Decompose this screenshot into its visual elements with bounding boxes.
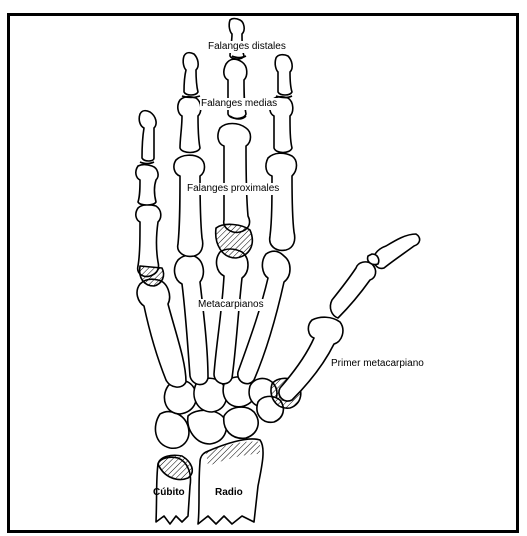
label-falanges-proximales: Falanges proximales (186, 183, 280, 195)
thumb-distal-phalanx (374, 234, 420, 268)
label-falanges-medias: Falanges medias (200, 98, 278, 110)
index-proximal-phalanx (266, 153, 297, 250)
middle-proximal-phalanx (218, 124, 251, 233)
label-falanges-distales: Falanges distales (207, 41, 287, 53)
ring-proximal-phalanx (174, 155, 205, 256)
carpal-bone (188, 410, 227, 444)
carpal-bone (224, 407, 258, 438)
little-middle-phalanx (136, 165, 158, 206)
hand-skeleton-illustration (10, 16, 516, 530)
metacarpal-5 (137, 279, 186, 387)
diagram-frame: Falanges distales Falanges medias Falang… (7, 13, 519, 533)
label-cubito: Cúbito (152, 487, 186, 499)
thumb-proximal-phalanx (330, 262, 375, 318)
little-distal-phalanx (139, 111, 156, 161)
index-distal-phalanx (275, 55, 292, 95)
label-radio: Radio (214, 487, 244, 499)
carpal-bone (155, 412, 188, 449)
ring-middle-phalanx (178, 97, 201, 153)
label-primer-metacarpiano: Primer metacarpiano (330, 358, 425, 370)
label-metacarpianos: Metacarpianos (197, 299, 265, 311)
ring-distal-phalanx (183, 53, 198, 95)
